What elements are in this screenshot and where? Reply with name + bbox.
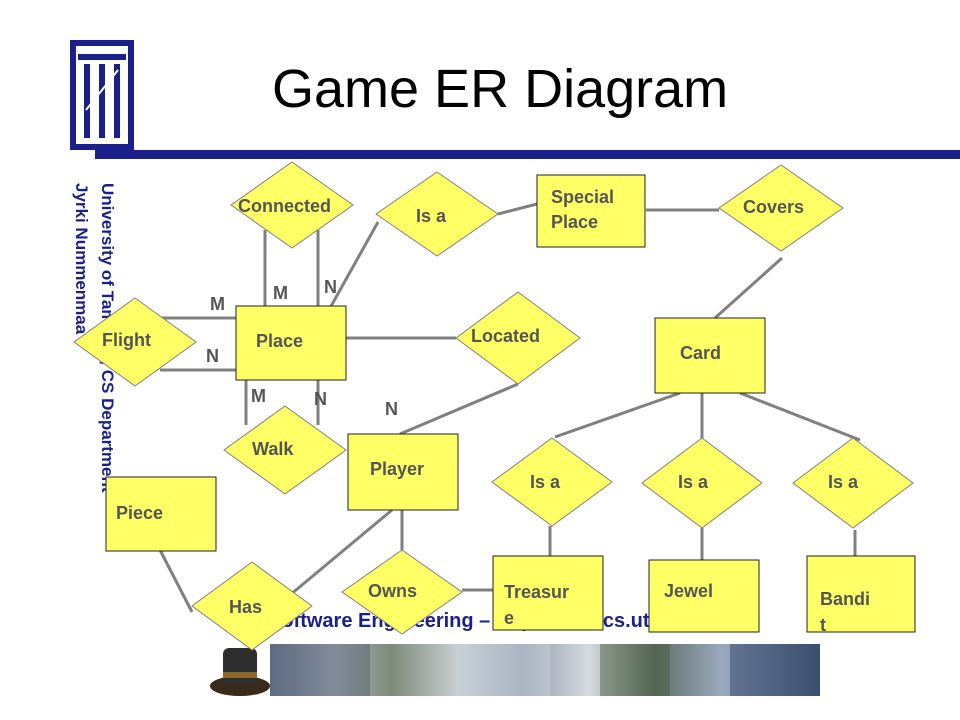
label-is-a-top: Is a xyxy=(416,206,447,226)
connector-lines xyxy=(158,202,861,613)
label-bandit-1: Bandi xyxy=(820,589,870,609)
label-flight: Flight xyxy=(102,330,151,350)
diamond-is-a-top xyxy=(375,171,499,257)
label-is-a-2: Is a xyxy=(678,472,709,492)
label-bandit-2: t xyxy=(820,615,826,635)
diamond-connected xyxy=(230,161,354,249)
label-walk: Walk xyxy=(252,439,294,459)
diamond-has xyxy=(191,561,313,651)
card-located-n: N xyxy=(385,399,398,419)
line-located-player xyxy=(399,382,519,436)
line-piece-has xyxy=(158,549,194,613)
card-walk-n: N xyxy=(314,389,327,409)
entity-special-place xyxy=(536,174,646,248)
title-underline-bar xyxy=(95,150,960,159)
card-connected-n: N xyxy=(324,277,337,297)
line-card-isa1 xyxy=(554,391,681,439)
label-special-place-1: Special xyxy=(551,187,614,207)
diamond-is-a-2 xyxy=(641,437,763,529)
label-jewel: Jewel xyxy=(664,581,713,601)
label-piece: Piece xyxy=(116,503,163,523)
card-flight-m: M xyxy=(210,294,225,314)
slide-title: Game ER Diagram xyxy=(272,59,729,119)
entity-card xyxy=(654,317,766,394)
entity-place xyxy=(235,305,347,381)
campus-photo-strip xyxy=(270,644,820,696)
label-is-a-3: Is a xyxy=(828,472,859,492)
line-card-isa3 xyxy=(739,391,861,442)
entity-bandit xyxy=(806,555,916,633)
diamond-covers xyxy=(718,164,844,252)
line-has-player xyxy=(283,508,393,602)
label-is-a-1: Is a xyxy=(530,472,561,492)
line-isa-specialplace xyxy=(497,202,538,216)
label-card: Card xyxy=(680,343,721,363)
diamond-is-a-3 xyxy=(792,437,914,529)
diamond-walk xyxy=(223,405,347,495)
diamond-flight xyxy=(73,297,197,387)
label-owns: Owns xyxy=(368,581,417,601)
entity-jewel xyxy=(648,559,760,633)
entity-treasure xyxy=(492,555,604,631)
line-covers-card xyxy=(713,256,784,320)
card-flight-n: N xyxy=(206,346,219,366)
entity-piece xyxy=(105,476,217,552)
label-place: Place xyxy=(256,331,303,351)
line-place-isa xyxy=(328,221,380,309)
label-treasure-1: Treasur xyxy=(504,582,569,602)
hat-image xyxy=(210,648,270,696)
label-covers: Covers xyxy=(743,197,804,217)
label-located: Located xyxy=(471,326,540,346)
label-has: Has xyxy=(229,597,262,617)
label-special-place-2: Place xyxy=(551,212,598,232)
card-walk-m: M xyxy=(251,386,266,406)
diamond-owns xyxy=(341,549,463,635)
label-player: Player xyxy=(370,459,424,479)
university-logo xyxy=(70,40,134,150)
entity-player xyxy=(347,433,459,511)
card-connected-m: M xyxy=(273,283,288,303)
label-treasure-2: e xyxy=(504,608,514,628)
diamond-located xyxy=(455,291,581,385)
diamond-is-a-1 xyxy=(491,437,613,527)
label-connected: Connected xyxy=(238,196,331,216)
